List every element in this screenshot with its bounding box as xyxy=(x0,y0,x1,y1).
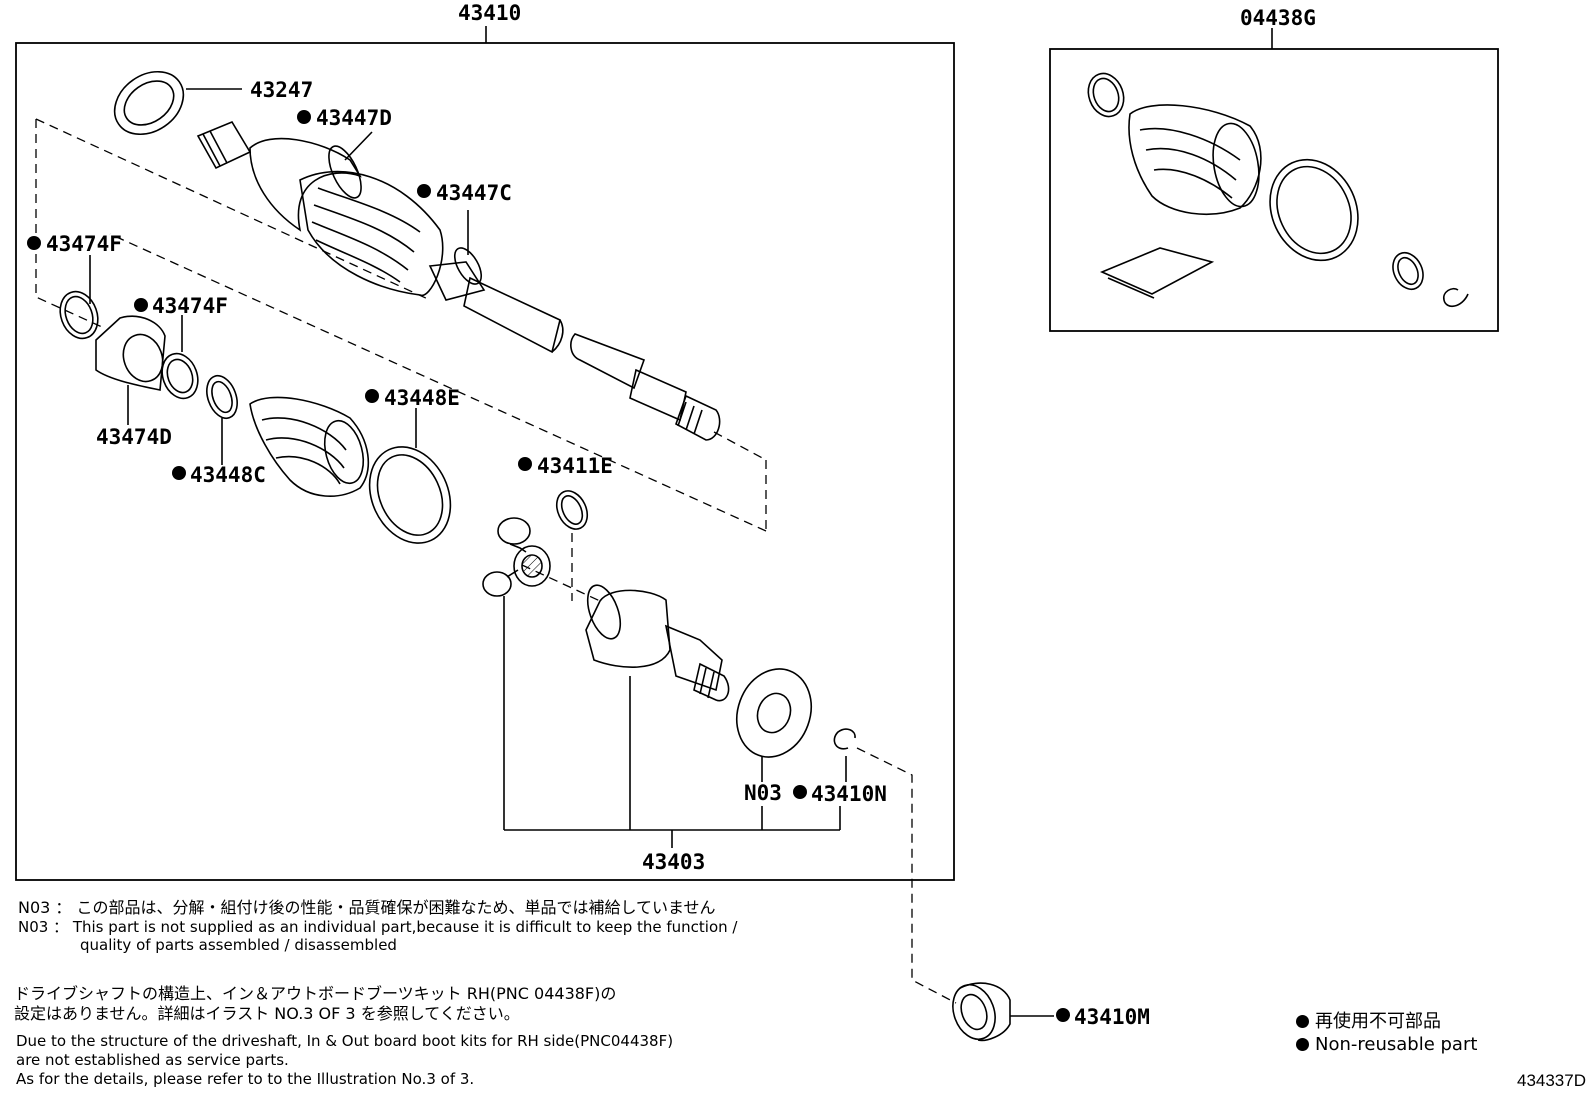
label-43410: 43410 xyxy=(458,1,521,25)
legend-en: Non-reusable part xyxy=(1296,1034,1477,1055)
note-kit-jp-line2: 設定はありません。詳細はイラスト NO.3 OF 3 を参照してください。 xyxy=(14,1004,520,1023)
boot-kit-contents-drawing xyxy=(1087,72,1469,307)
bracket-43403 xyxy=(504,806,841,848)
outboard-shaft-drawing xyxy=(196,120,721,441)
note-n03-en-line1: N03 ： This part is not supplied as an in… xyxy=(18,918,738,936)
note-n03-jp: N03 ： この部品は、分解・組付け後の性能・品質確保が困難なため、単品では補給… xyxy=(18,898,716,917)
non-reusable-dot-icon xyxy=(1296,1038,1309,1051)
non-reusable-markers xyxy=(27,110,1070,1022)
dust-deflector-drawing xyxy=(113,70,242,136)
label-43474d: 43474D xyxy=(96,425,172,449)
legend-jp-text: 再使用不可部品 xyxy=(1315,1011,1441,1032)
snap-ring-43411e-drawing xyxy=(555,490,589,530)
note-kit-en-line1: Due to the structure of the driveshaft, … xyxy=(16,1032,674,1050)
label-04438g: 04438G xyxy=(1240,6,1316,30)
note-kit-jp-line1: ドライブシャフトの構造上、イン＆アウトボードブーツキット RH(PNC 0443… xyxy=(14,984,617,1003)
circlip-43410n-drawing xyxy=(833,728,856,782)
legend-jp: 再使用不可部品 xyxy=(1296,1007,1441,1033)
washer-n03-drawing xyxy=(736,668,812,782)
label-43247: 43247 xyxy=(250,78,313,102)
label-43410n: 43410N xyxy=(811,782,887,806)
label-n03: N03 xyxy=(744,781,782,805)
non-reusable-dot-icon xyxy=(1296,1015,1309,1028)
label-43448e: 43448E xyxy=(384,386,460,410)
illustration-number: 434337D xyxy=(1516,1071,1586,1090)
damper-group-drawing xyxy=(59,255,199,425)
legend-en-text: Non-reusable part xyxy=(1315,1034,1478,1055)
note-n03-en-line2: quality of parts assembled / disassemble… xyxy=(80,936,397,954)
label-43474f-left: 43474F xyxy=(46,232,122,256)
label-43448c: 43448C xyxy=(190,463,266,487)
tripod-drawing xyxy=(482,517,551,830)
kit-frame-04438g xyxy=(1049,48,1499,332)
note-kit-en-line2: are not established as service parts. xyxy=(16,1051,289,1069)
label-43447d: 43447D xyxy=(316,106,392,130)
assembly-frame-43410 xyxy=(15,42,955,881)
label-43411e: 43411E xyxy=(537,454,613,478)
label-43447c: 43447C xyxy=(436,181,512,205)
label-43410m: 43410M xyxy=(1074,1005,1150,1029)
note-kit-en-line3: As for the details, please refer to to t… xyxy=(16,1070,475,1088)
oil-seal-drawing xyxy=(952,982,1054,1042)
label-43403: 43403 xyxy=(642,850,705,874)
label-43474f-right: 43474F xyxy=(152,294,228,318)
inboard-boot-drawing xyxy=(206,374,452,544)
inboard-joint-housing-drawing xyxy=(585,584,730,830)
alignment-dashed-lines xyxy=(35,118,957,1004)
